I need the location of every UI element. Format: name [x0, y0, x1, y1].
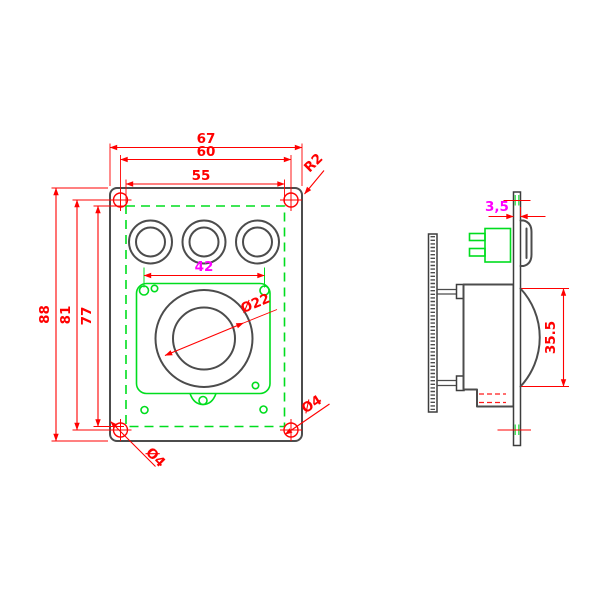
dim-insert-depth: 35.5: [521, 288, 569, 387]
gasket-outline: [135, 282, 271, 415]
dim-panel-thickness: 3,5: [485, 199, 546, 220]
insert-body: [462, 283, 515, 408]
dim-cutout-width: 55: [125, 168, 285, 204]
gasket-hole-bottom-right: [259, 405, 268, 414]
switch-hole-left-inner: [135, 226, 166, 258]
dim-gasket-hole-spacing: 42: [143, 259, 265, 288]
dim-label-88: 88: [37, 305, 53, 324]
connector: [468, 227, 512, 263]
dim-hole-spacing-height: 81: [58, 199, 112, 431]
gasket-body: [135, 282, 271, 395]
panel-outline: [109, 187, 303, 442]
center-hole-outer: [154, 289, 254, 388]
dim-label-81: 81: [58, 306, 74, 325]
cutout-dashed-outline: [125, 205, 286, 428]
mount-screws: [437, 288, 457, 387]
panel-edge: [512, 191, 522, 447]
dim-label-77: 77: [79, 307, 95, 326]
switch-hole-center-inner: [188, 226, 220, 258]
connector-pin-bottom: [468, 247, 486, 257]
dim-label-60: 60: [197, 144, 216, 160]
dim-corner-radius: R2: [301, 151, 326, 195]
dim-hole-spacing-width: 60: [120, 144, 292, 196]
dim-label-67: 67: [197, 131, 216, 147]
switch-hole-left-outer: [128, 219, 173, 265]
gasket-hole-top-left-2: [150, 284, 159, 293]
side-view: 3,5 35.5: [427, 191, 569, 447]
dim-label-d4-left: Ø4: [142, 445, 168, 471]
dim-label-35-5: 35.5: [543, 321, 559, 354]
connector-pin-top: [468, 232, 486, 242]
rear-bracket-plate: [427, 233, 438, 413]
mount-hole-bottom-left: [109, 419, 132, 441]
connector-body: [484, 227, 512, 263]
switch-bezel-side: [519, 219, 533, 267]
switch-hole-right-inner: [242, 226, 273, 258]
dome-profile: [519, 287, 541, 388]
dim-label-3-5: 3,5: [485, 199, 509, 215]
front-view: 67 60 55 42 88: [37, 131, 330, 471]
dim-label-42: 42: [195, 259, 214, 275]
dim-overall-height: 88: [37, 187, 108, 442]
gasket-hole-bottom-left: [140, 405, 149, 415]
dim-overall-width: 67: [109, 131, 303, 186]
switch-holes: [128, 219, 280, 265]
gasket-hole-bottom-tab: [198, 395, 208, 406]
dim-cutout-height: 77: [79, 205, 124, 427]
dim-label-55: 55: [192, 168, 211, 184]
gasket-hole-mid-right: [251, 381, 260, 390]
switch-hole-right-outer: [235, 219, 280, 265]
switch-hole-center-outer: [181, 219, 227, 265]
